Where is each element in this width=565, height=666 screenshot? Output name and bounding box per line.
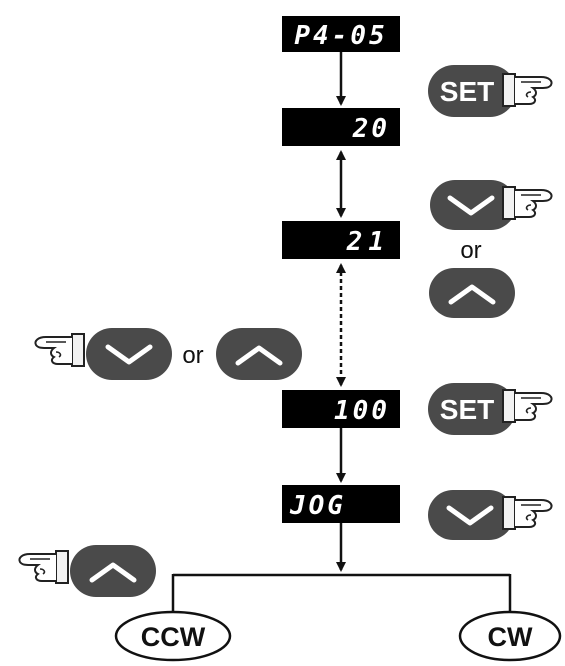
down-button-3[interactable] — [428, 490, 514, 540]
display-21-text: 21 — [346, 227, 390, 257]
ccw-output: CCW — [114, 610, 232, 662]
chevron-up-icon — [89, 562, 137, 583]
chevron-down-icon — [105, 344, 153, 365]
up-button-3[interactable] — [70, 545, 156, 597]
pointing-hand-icon — [502, 73, 553, 107]
display-20: 20 — [282, 108, 400, 146]
set-button-1-label: SET — [440, 76, 494, 107]
pointing-hand-icon — [18, 550, 69, 584]
chevron-up-icon — [448, 284, 496, 305]
display-param: P4-05 — [282, 16, 400, 52]
branch-lines — [171, 573, 512, 612]
pointing-hand-icon — [502, 496, 553, 530]
chevron-down-icon — [447, 195, 495, 216]
pointing-hand-icon — [502, 389, 553, 423]
or-text-right: or — [460, 237, 481, 264]
chevron-down-icon — [446, 505, 494, 526]
display-21: 21 — [282, 221, 400, 259]
pointing-hand-icon — [502, 186, 553, 220]
display-100-text: 100 — [334, 396, 390, 426]
cw-label: CW — [488, 622, 533, 652]
down-button-2[interactable] — [86, 328, 172, 380]
chevron-up-icon — [235, 345, 283, 366]
or-text-left: or — [182, 342, 203, 369]
down-button-1[interactable] — [430, 180, 516, 230]
set-button-1[interactable]: SET — [428, 65, 516, 117]
pointing-hand-icon — [34, 333, 85, 367]
ccw-label: CCW — [141, 622, 206, 652]
up-button-1[interactable] — [429, 268, 515, 318]
display-jog-text: JOG — [289, 491, 346, 521]
cw-output: CW — [458, 610, 562, 662]
display-20-text: 20 — [352, 114, 390, 144]
display-100: 100 — [282, 390, 400, 428]
display-param-text: P4-05 — [294, 21, 387, 51]
up-button-2[interactable] — [216, 328, 302, 380]
set-button-2-label: SET — [440, 394, 494, 425]
set-button-2[interactable]: SET — [428, 383, 516, 435]
display-jog: JOG — [282, 485, 400, 523]
